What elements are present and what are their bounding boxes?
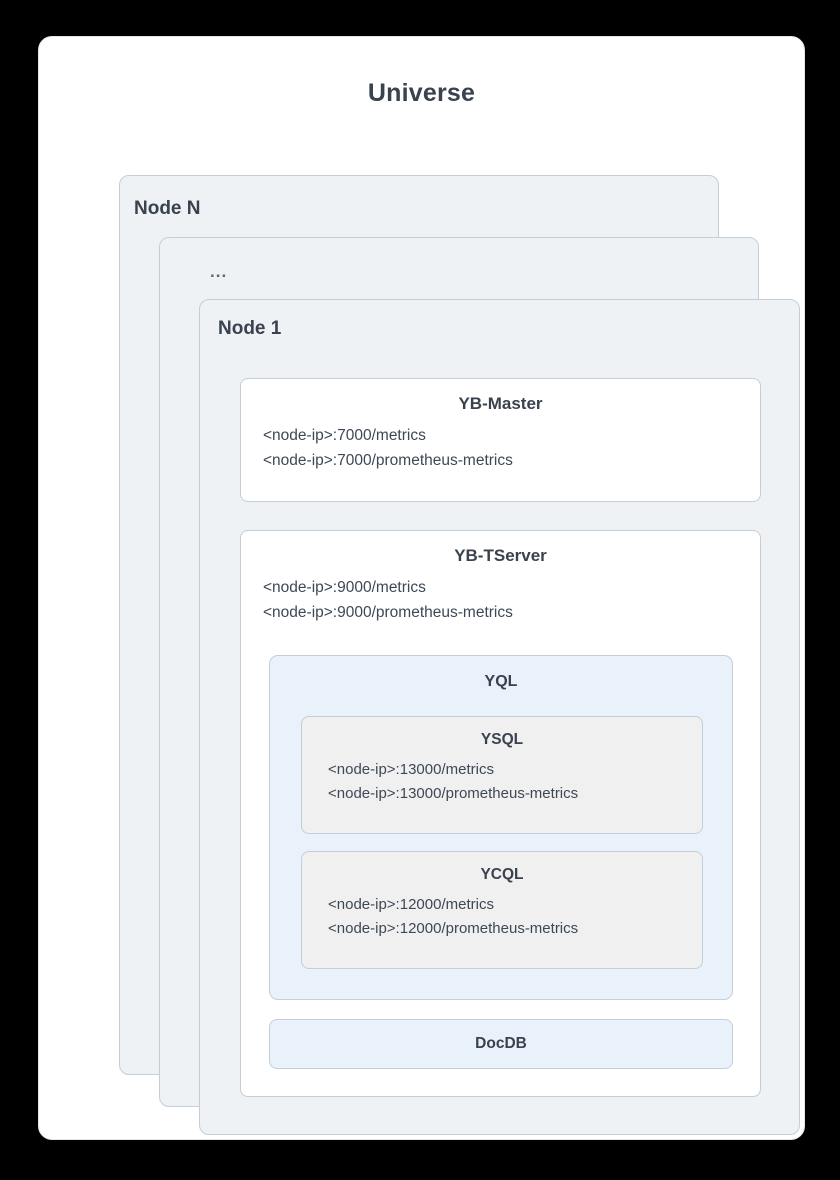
ycql-title: YCQL [480, 866, 524, 883]
page-title: Universe [367, 79, 476, 107]
node-card-1[interactable]: Node 1 YB-Master <node-ip>:7000/metrics … [199, 299, 800, 1135]
yb-master-endpoint-prometheus: <node-ip>:7000/prometheus-metrics [263, 452, 513, 470]
yb-tserver-box[interactable]: YB-TServer <node-ip>:9000/metrics <node-… [240, 530, 761, 1097]
yb-master-box[interactable]: YB-Master <node-ip>:7000/metrics <node-i… [240, 378, 761, 502]
node-ellipsis-label: ... [210, 262, 228, 281]
universe-frame: Universe Node N ... Node 1 YB-Master <no… [38, 36, 805, 1140]
yb-master-title: YB-Master [458, 394, 543, 413]
ysql-endpoints: <node-ip>:13000/metrics <node-ip>:13000/… [302, 758, 702, 807]
docdb-title: DocDB [475, 1035, 527, 1052]
ycql-endpoint-prometheus: <node-ip>:12000/prometheus-metrics [328, 920, 579, 938]
ysql-box[interactable]: YSQL <node-ip>:13000/metrics <node-ip>:1… [301, 716, 703, 834]
yb-master-endpoint-metrics: <node-ip>:7000/metrics [263, 427, 426, 444]
yb-tserver-endpoint-prometheus: <node-ip>:9000/prometheus-metrics [263, 604, 513, 622]
ysql-endpoint-prometheus: <node-ip>:13000/prometheus-metrics [328, 785, 579, 803]
docdb-box[interactable]: DocDB [269, 1019, 733, 1069]
yb-master-endpoints: <node-ip>:7000/metrics <node-ip>:7000/pr… [241, 423, 760, 473]
node-1-label: Node 1 [218, 318, 282, 339]
ysql-title: YSQL [480, 731, 524, 748]
node-n-label: Node N [134, 198, 201, 219]
ysql-endpoint-metrics: <node-ip>:13000/metrics [328, 761, 494, 778]
yb-tserver-endpoint-metrics: <node-ip>:9000/metrics [263, 579, 426, 596]
yql-title: YQL [484, 673, 518, 690]
ycql-box[interactable]: YCQL <node-ip>:12000/metrics <node-ip>:1… [301, 851, 703, 969]
ycql-endpoint-metrics: <node-ip>:12000/metrics [328, 896, 494, 913]
yql-panel[interactable]: YQL YSQL <node-ip>:13000/metrics <node-i… [269, 655, 733, 1000]
ycql-endpoints: <node-ip>:12000/metrics <node-ip>:12000/… [302, 893, 702, 942]
yb-tserver-endpoints: <node-ip>:9000/metrics <node-ip>:9000/pr… [241, 575, 760, 625]
yb-tserver-title: YB-TServer [454, 546, 547, 565]
